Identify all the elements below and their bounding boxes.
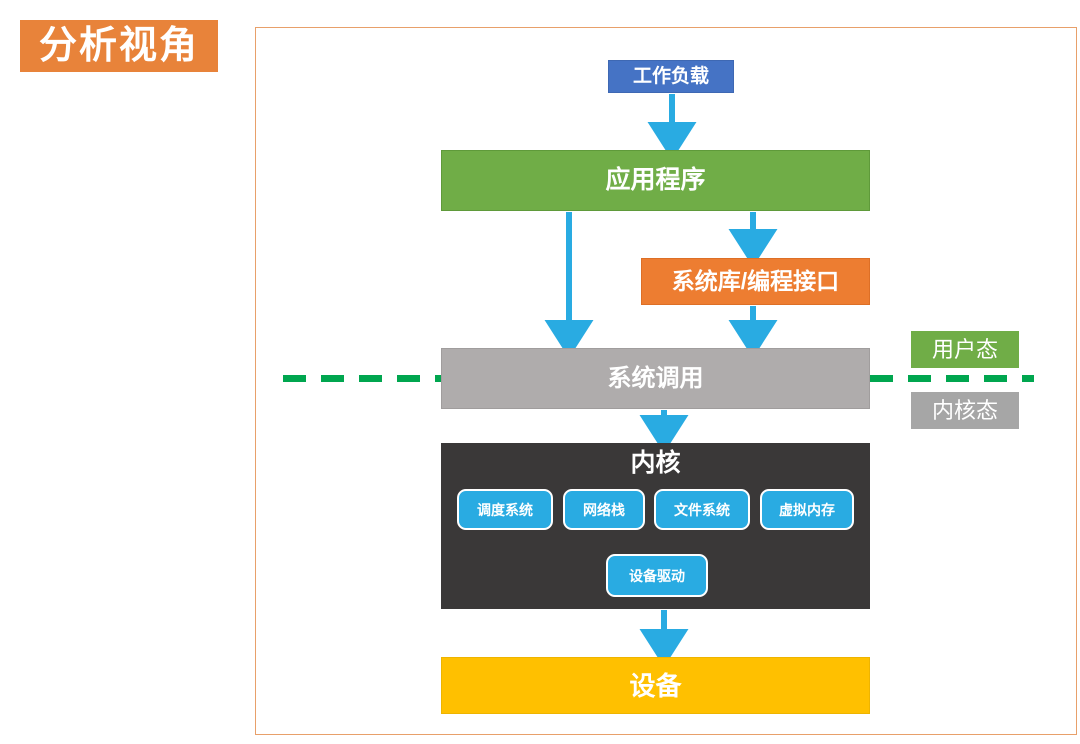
page-title: 分析视角 (20, 20, 218, 72)
box-application[interactable]: 应用程序 (441, 150, 870, 211)
kernel-component-network-stack[interactable]: 网络栈 (563, 489, 645, 530)
box-workload[interactable]: 工作负载 (608, 60, 734, 93)
box-device[interactable]: 设备 (441, 657, 870, 714)
user-kernel-divider-left (283, 375, 441, 382)
label-user-mode: 用户态 (911, 331, 1019, 368)
arrow-layer (256, 28, 1078, 736)
user-kernel-divider-right (870, 375, 1034, 382)
box-kernel[interactable]: 内核 调度系统 网络栈 文件系统 虚拟内存 设备驱动 (441, 443, 870, 609)
kernel-title: 内核 (630, 449, 681, 477)
kernel-component-file-system[interactable]: 文件系统 (654, 489, 750, 530)
box-system-call[interactable]: 系统调用 (441, 348, 870, 409)
box-system-library[interactable]: 系统库/编程接口 (641, 258, 870, 305)
kernel-component-virtual-memory[interactable]: 虚拟内存 (760, 489, 854, 530)
kernel-component-device-driver[interactable]: 设备驱动 (606, 554, 708, 597)
label-kernel-mode: 内核态 (911, 392, 1019, 429)
kernel-component-scheduler[interactable]: 调度系统 (457, 489, 553, 530)
